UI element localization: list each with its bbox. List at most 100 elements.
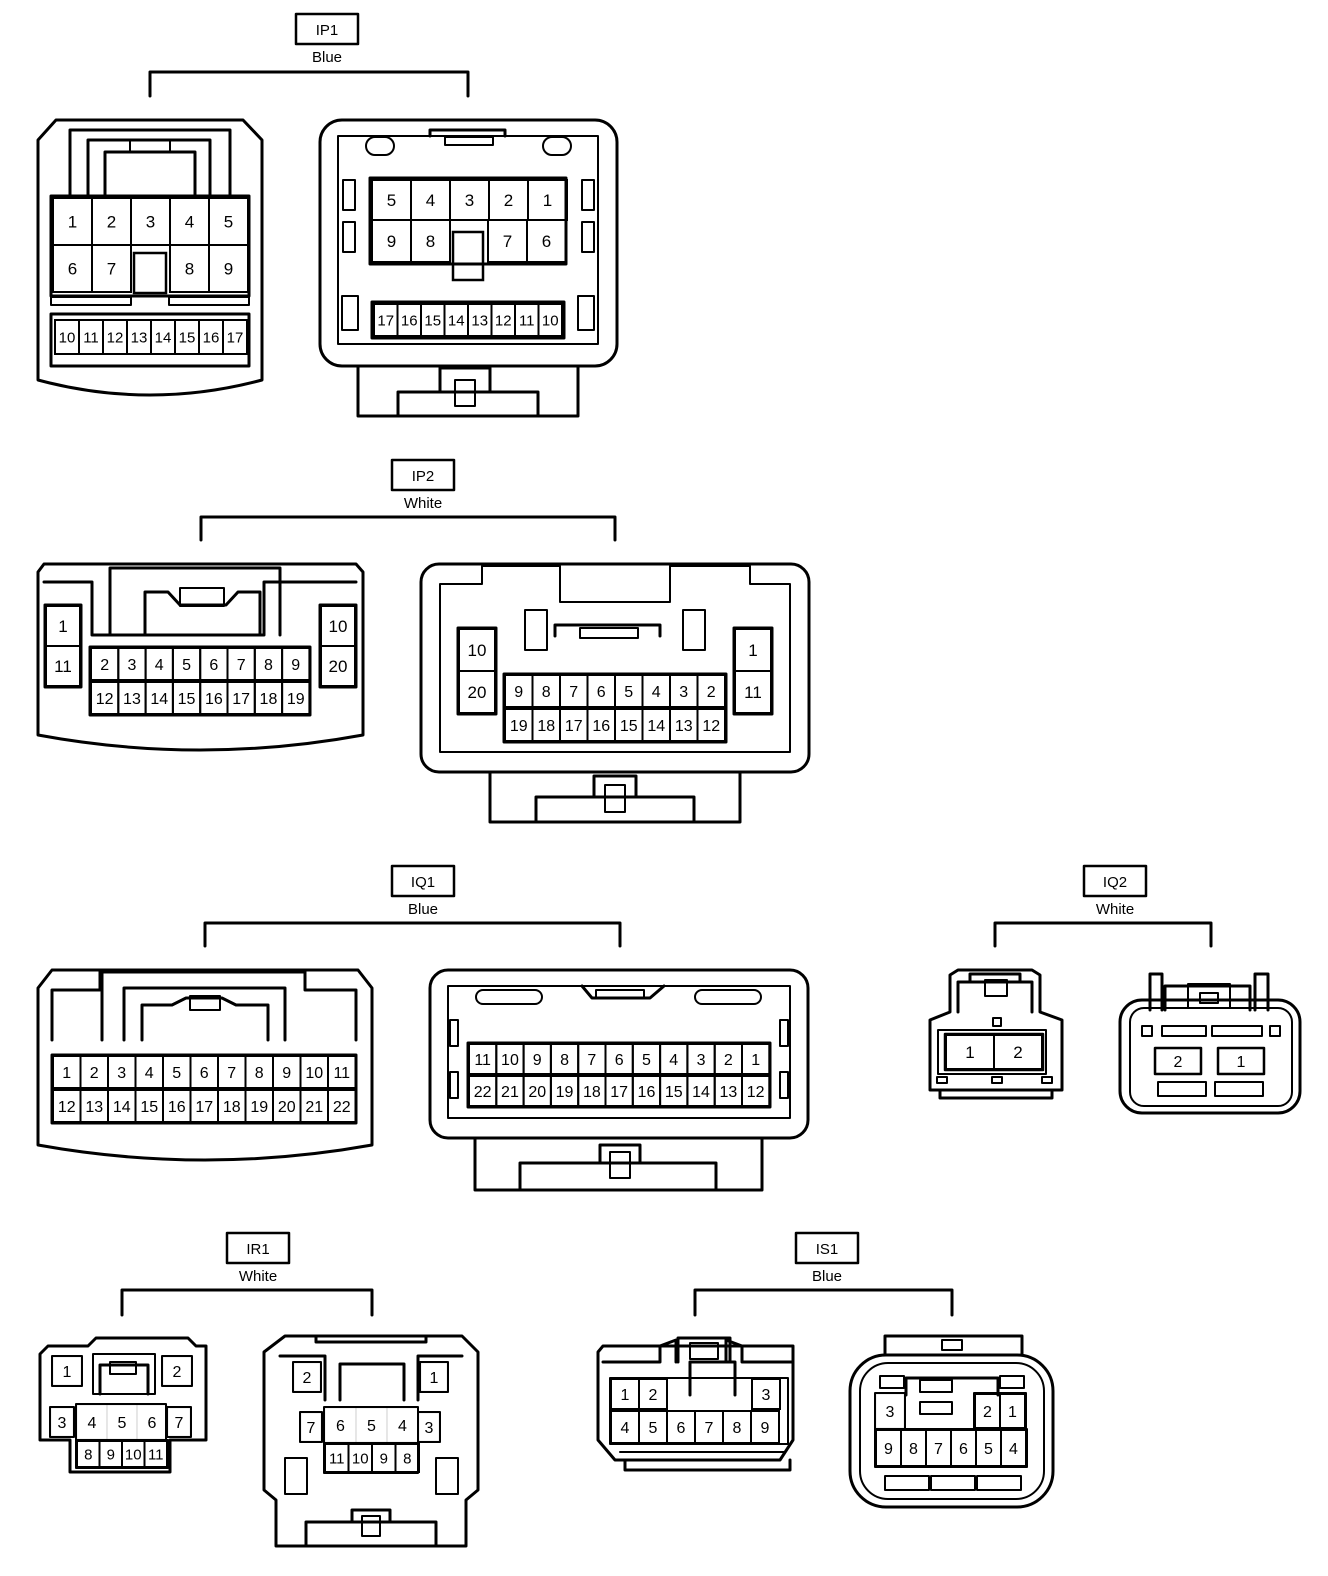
ir1-left-pin-6: 6 <box>148 1415 157 1432</box>
ip1-left-pin-8: 8 <box>185 260 194 279</box>
is1-color: Blue <box>812 1268 842 1285</box>
ip2-left-pin-20: 20 <box>329 657 348 676</box>
ip2-left-pin-6: 6 <box>209 657 218 674</box>
iq1-right-pin-4: 4 <box>669 1052 678 1069</box>
iq1-left-pin-cell <box>327 1055 357 1089</box>
ir1-right-pin-8: 8 <box>403 1450 411 1467</box>
ip2-right-pin-cell <box>734 670 772 714</box>
iq1-color: Blue <box>408 901 438 918</box>
ip1-left-pin-2: 2 <box>107 213 116 232</box>
ir1-right-pin-3: 3 <box>425 1420 434 1437</box>
ip1-right-pin-16: 16 <box>401 312 418 329</box>
iq1-left-pin-2: 2 <box>90 1065 99 1082</box>
ir1-right-pin-cell <box>418 1412 440 1442</box>
is1-right-pin-8: 8 <box>909 1441 918 1458</box>
is1-right-pin-6: 6 <box>959 1441 968 1458</box>
ip1-right-pin-13: 13 <box>471 312 488 329</box>
is1-left-pin-3: 3 <box>762 1387 771 1404</box>
iq1-left-pin-16: 16 <box>168 1099 186 1116</box>
iq1-right-pin-9: 9 <box>533 1052 542 1069</box>
ip2-color: White <box>404 495 442 512</box>
ir1-left-pin-4: 4 <box>88 1415 97 1432</box>
is1-label: IS1 <box>816 1241 839 1258</box>
iq1-left-pin-cell <box>327 1089 357 1123</box>
ip1-right-pin-3: 3 <box>465 191 474 210</box>
iq1-right-pin-cell <box>741 1075 771 1107</box>
ip2-right-pin-2: 2 <box>707 684 716 701</box>
is1-right-pin-cell <box>1000 1429 1027 1467</box>
ir1-left-pin-cell <box>136 1404 168 1440</box>
ip1-left-pin-5: 5 <box>224 213 233 232</box>
ip2-left-pin-12: 12 <box>96 691 114 708</box>
iq1-right-pin-12: 12 <box>747 1084 765 1101</box>
iq1-left-pin-17: 17 <box>195 1099 213 1116</box>
ir1-right-pin-cell <box>386 1407 419 1443</box>
ir1-right-pin-7: 7 <box>307 1420 316 1437</box>
iq1-left-pin-4: 4 <box>145 1065 154 1082</box>
ir1-right-pin-2: 2 <box>303 1370 312 1387</box>
iq1-right-pin-19: 19 <box>556 1084 574 1101</box>
is1-left-connector <box>596 1336 795 1472</box>
ir1-right-pin-cell <box>293 1362 321 1392</box>
ip2-right-pin-15: 15 <box>620 718 638 735</box>
iq2-right-pin-1: 1 <box>1237 1054 1246 1071</box>
ip1-right-pin-1: 1 <box>543 191 552 210</box>
iq1-right-pin-10: 10 <box>501 1052 519 1069</box>
ip1-label: IP1 <box>316 22 339 39</box>
iq1-right-pin-18: 18 <box>583 1084 601 1101</box>
iq2-label: IQ2 <box>1103 874 1127 891</box>
iq1-left-pin-10: 10 <box>305 1065 323 1082</box>
ip2-right-pin-12: 12 <box>702 718 720 735</box>
is1-left-pin-7: 7 <box>705 1420 714 1437</box>
ip2-left-pin-4: 4 <box>155 657 164 674</box>
ip2-left-pin-cell <box>281 647 311 681</box>
iq1-left-pin-18: 18 <box>223 1099 241 1116</box>
ip1-right-pin-11: 11 <box>519 312 535 329</box>
iq1-label: IQ1 <box>411 874 435 891</box>
is1-right-pin-2: 2 <box>983 1404 992 1421</box>
ip2-left-pin-13: 13 <box>123 691 141 708</box>
ip1-left-pin-10: 10 <box>59 329 76 346</box>
ir1-right-pin-6: 6 <box>336 1418 345 1435</box>
ip2-left-pin-3: 3 <box>127 657 136 674</box>
ir1-left-pin-cell <box>50 1407 74 1437</box>
iq1-right-pin-7: 7 <box>587 1052 596 1069</box>
ir1-left-pin-cell <box>167 1407 191 1437</box>
iq1-right-pin-5: 5 <box>642 1052 651 1069</box>
ip2-left-pin-10: 10 <box>329 617 348 636</box>
ir1-right-pin-5: 5 <box>367 1418 376 1435</box>
ir1-right-pin-cell <box>300 1412 322 1442</box>
ip1-left-connector <box>36 118 264 397</box>
ip1-left-pin-cell <box>208 244 249 293</box>
iq1-right-pin-2: 2 <box>724 1052 733 1069</box>
connector-labels: IP1 Blue IP2 White IQ1 Blue IQ2 White IR… <box>239 22 1134 1285</box>
iq1-right-pin-15: 15 <box>665 1084 683 1101</box>
ir1-left-pin-5: 5 <box>118 1415 127 1432</box>
is1-right-connector <box>848 1334 1055 1509</box>
ip2-right-pin-8: 8 <box>542 684 551 701</box>
ip1-right-pin-10: 10 <box>542 312 559 329</box>
iq1-right-pin-3: 3 <box>697 1052 706 1069</box>
is1-right-pin-cell <box>999 1393 1026 1429</box>
iq2-color: White <box>1096 901 1134 918</box>
ip1-left-pin-11: 11 <box>83 329 99 346</box>
ip1-right-pin-17: 17 <box>377 312 394 329</box>
ir1-left-pin-cell <box>52 1356 82 1386</box>
iq1-left-pin-21: 21 <box>305 1099 323 1116</box>
is1-right-pin-3: 3 <box>886 1404 895 1421</box>
ip1-right-pin-cell <box>526 219 567 263</box>
ip1-left-pin-1: 1 <box>68 213 77 232</box>
ip1-left-pin-6: 6 <box>68 260 77 279</box>
ip2-right-pin-6: 6 <box>597 684 606 701</box>
ip2-left-pin-18: 18 <box>260 691 278 708</box>
ip2-left-pin-9: 9 <box>291 657 300 674</box>
iq1-left-pin-22: 22 <box>333 1099 351 1116</box>
ir1-left-pin-10: 10 <box>125 1446 142 1463</box>
is1-left-pin-6: 6 <box>677 1420 686 1437</box>
ip1-left-pin-17: 17 <box>227 329 244 346</box>
iq2-left-pin-cell <box>993 1034 1043 1070</box>
ir1-right-pin-11: 11 <box>329 1450 345 1467</box>
ip2-left-pin-16: 16 <box>205 691 223 708</box>
ip2-left-pin-cell <box>281 681 311 715</box>
